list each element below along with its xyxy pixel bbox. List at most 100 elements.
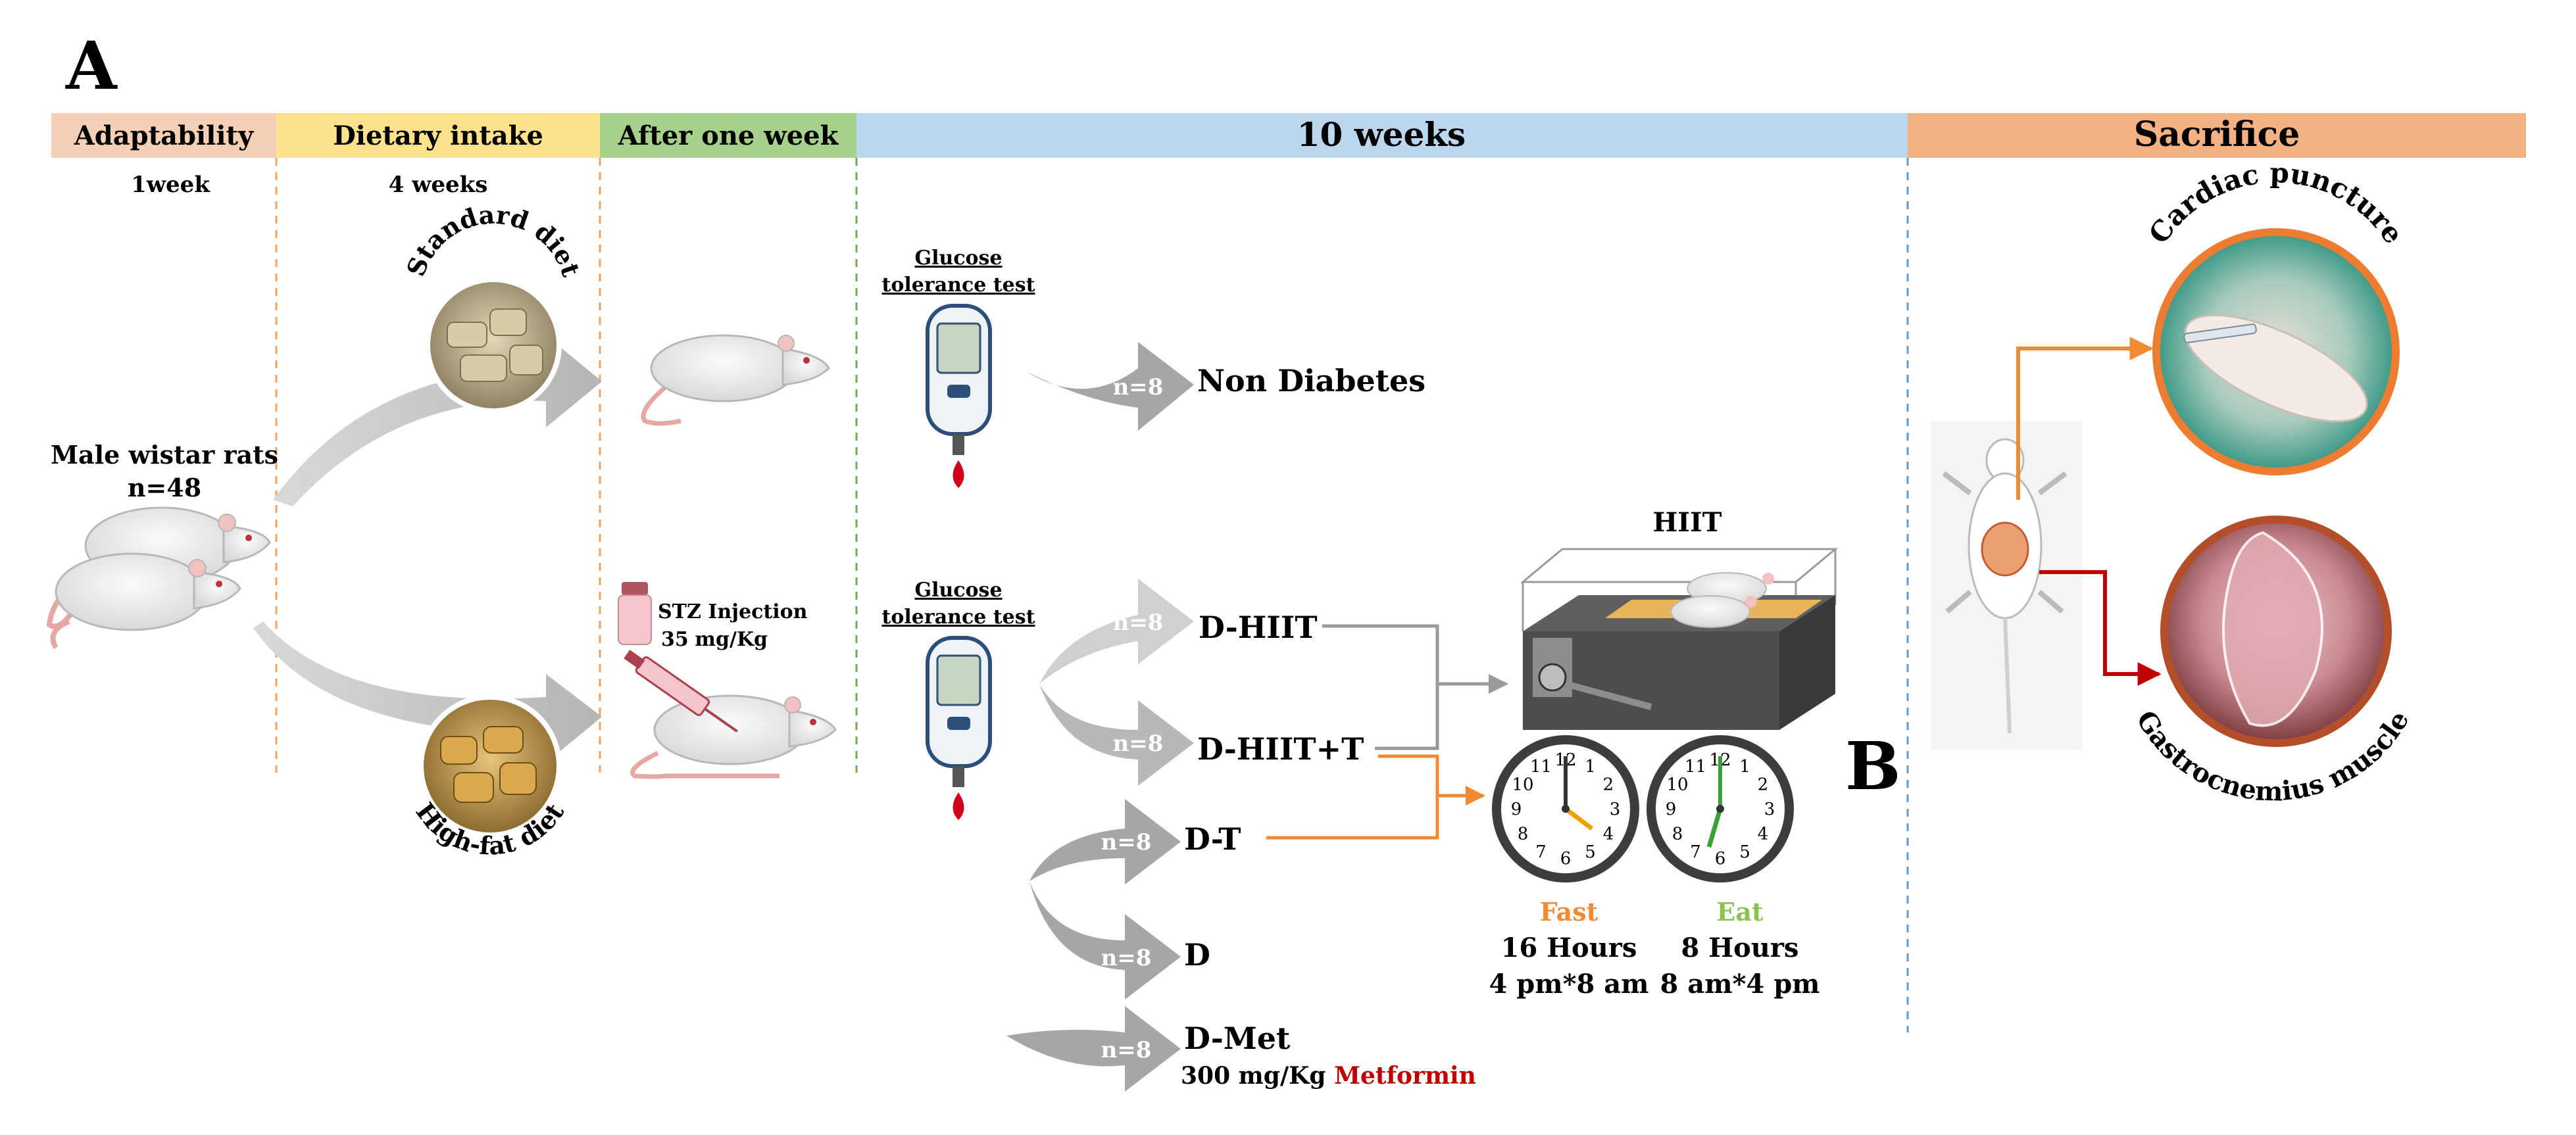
clock-numeral: 4 (1758, 825, 1769, 844)
fast-label: Fast (1540, 897, 1598, 927)
n-d-hiit-t: n=8 (1113, 731, 1164, 757)
glucose-test-top-line1: Glucose (914, 247, 1002, 270)
d-met-drug: Metformin (1334, 1062, 1476, 1090)
connector-d-t-orange (1266, 796, 1439, 840)
hiit-treadmill-illustration (1520, 548, 1839, 730)
clock-numeral: 3 (1764, 800, 1775, 819)
clock-numeral: 11 (1685, 757, 1706, 777)
eat-window: 8 am*4 pm (1660, 969, 1820, 1000)
header-dietary-band (276, 113, 600, 158)
stz-dose-value: 35 (661, 628, 689, 651)
arrow-d-t (1029, 799, 1181, 884)
arrow-d-hiit (1039, 579, 1194, 684)
clock-numeral: 2 (1603, 775, 1614, 795)
fast-hours: 16 Hours (1501, 932, 1637, 963)
connector-d-hiit-t-gray (1375, 684, 1439, 750)
rats-title: Male wistar rats (51, 440, 278, 470)
header-after-week-band (600, 113, 856, 158)
header-ten-weeks: 10 weeks (1297, 115, 1466, 154)
rat-after-week-diabetic (630, 694, 837, 779)
clock-numeral: 6 (1560, 849, 1572, 869)
eat-label: Eat (1716, 897, 1764, 927)
header-dietary-intake: Dietary intake (333, 120, 543, 151)
label-d-t: D-T (1184, 821, 1241, 857)
header-sacrifice-band (1908, 113, 2526, 158)
male-wistar-rats-illustration (46, 506, 271, 650)
glucose-test-top-line2: tolerance test (882, 274, 1035, 297)
n-d: n=8 (1101, 945, 1152, 971)
header-adaptability: Adaptability (74, 120, 255, 151)
n-d-met: n=8 (1101, 1037, 1152, 1063)
high-fat-diet-pellets (440, 726, 537, 803)
glucose-meter-top-icon (926, 304, 992, 488)
eat-hours: 8 Hours (1681, 932, 1799, 963)
clock-numeral: 10 (1512, 775, 1534, 795)
glucose-test-bottom-line2: tolerance test (882, 606, 1035, 629)
label-non-diabetes: Non Diabetes (1197, 363, 1425, 398)
clock-numeral: 1 (1585, 757, 1596, 777)
header-after-one-week: After one week (618, 120, 839, 151)
stz-dose-unit: mg/Kg (695, 628, 768, 651)
arrow-to-gastrocnemius (2039, 570, 2162, 686)
clock-numeral: 8 (1518, 825, 1529, 844)
header-adaptability-band (51, 113, 276, 158)
stz-vial-icon (618, 582, 652, 645)
clock-numeral: 10 (1667, 775, 1689, 795)
arrow-d (1029, 881, 1181, 1000)
label-d-hiit: D-HIIT (1199, 610, 1318, 645)
stz-title: STZ Injection (658, 600, 808, 623)
clock-numeral: 3 (1610, 800, 1621, 819)
panel-label-b: B (1845, 727, 1901, 805)
fast-window: 4 pm*8 am (1489, 969, 1649, 1000)
standard-diet-picture (425, 277, 562, 414)
syringe-icon (624, 650, 738, 733)
connector-d-hiit (1322, 624, 1508, 694)
header-ten-weeks-band (856, 113, 1908, 158)
arrow-non-diabetes (1026, 342, 1194, 431)
d-met-dose: 300 mg/Kg Metformin (1181, 1062, 1476, 1090)
cardiac-rat-illustration (2183, 314, 2368, 423)
glucose-meter-bottom-icon (926, 636, 992, 820)
eat-clock-icon: 121234567891011 (1647, 735, 1794, 882)
glucose-test-bottom-line1: Glucose (914, 579, 1002, 602)
muscle-illustration (2222, 531, 2323, 727)
arrow-d-hiit-t (1039, 684, 1194, 786)
fast-clock-icon: 121234567891011 (1492, 735, 1639, 882)
arrow-to-cardiac-puncture (2016, 337, 2154, 500)
rat-after-week-standard (641, 334, 830, 426)
standard-diet-label: Standard diet (401, 199, 586, 280)
label-d-met: D-Met (1184, 1021, 1291, 1056)
label-d-hiit-t: D-HIIT+T (1197, 731, 1364, 767)
high-fat-diet-picture (418, 694, 562, 838)
n-d-hiit: n=8 (1113, 610, 1164, 636)
clock-numeral: 7 (1535, 842, 1547, 862)
clock-numeral: 9 (1666, 800, 1677, 819)
clock-numeral: 1 (1739, 757, 1750, 777)
clock-numeral: 5 (1585, 842, 1596, 862)
duration-adaptability: 1week (131, 172, 211, 198)
connector-d-hiit-t-orange (1378, 754, 1485, 806)
panel-label-a: A (65, 27, 118, 105)
dissected-rat-illustration (1942, 438, 2068, 734)
clock-numeral: 11 (1530, 757, 1552, 777)
clock-numeral: 4 (1603, 825, 1614, 844)
header-sacrifice: Sacrifice (2134, 114, 2300, 155)
label-d: D (1184, 937, 1210, 973)
clock-numeral: 9 (1511, 800, 1522, 819)
stz-dose: 35 mg/Kg (661, 628, 768, 651)
standard-diet-pellets (447, 308, 543, 382)
clock-numeral: 6 (1715, 849, 1726, 869)
hiit-label: HIIT (1653, 507, 1722, 538)
clock-numeral: 7 (1690, 842, 1701, 862)
n-d-t: n=8 (1101, 829, 1152, 856)
clock-numeral: 8 (1672, 825, 1683, 844)
duration-dietary: 4 weeks (389, 172, 488, 198)
d-met-dose-amount: 300 mg/Kg (1181, 1062, 1326, 1090)
rats-count: n=48 (128, 473, 201, 502)
n-non-diabetes: n=8 (1113, 374, 1164, 400)
clock-numeral: 5 (1739, 842, 1750, 862)
clock-numeral: 2 (1758, 775, 1769, 795)
arrow-d-met (1006, 1006, 1181, 1092)
